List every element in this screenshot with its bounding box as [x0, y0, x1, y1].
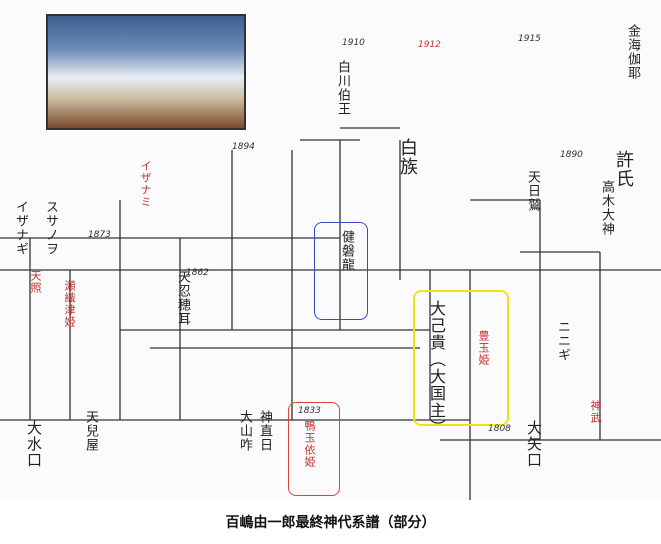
yellow-highlight-box	[413, 290, 509, 426]
name-takamimusubi: 高木大神	[599, 180, 614, 236]
year-label: 1833	[298, 406, 321, 416]
name-kojiki: 許氏	[613, 150, 634, 188]
name-ninigi: ニニギ	[555, 320, 570, 362]
year-label: 1894	[232, 142, 255, 152]
name-jinmu: 神武	[589, 400, 602, 424]
name-tenkao: 天日鷲	[525, 170, 540, 212]
lineage-lines	[0, 127, 661, 500]
name-izanagi: イザナギ	[13, 200, 28, 256]
name-amanooshihomimi: 天忍穂耳	[175, 270, 190, 326]
year-label: 1910	[342, 38, 365, 48]
name-ooyaguchi: 大矢口	[525, 420, 543, 468]
year-label: 1862	[186, 268, 209, 278]
shrine-photo	[46, 14, 246, 130]
name-oomizuguchi: 大水口	[25, 420, 43, 468]
year-label: 1890	[560, 150, 583, 160]
name-kamoteyorihime: 鴨玉依姫	[303, 420, 316, 468]
name-kamuhitohime: 神直日	[257, 410, 272, 452]
name-amaterasu: 天照	[29, 270, 42, 294]
year-label: 1808	[488, 424, 511, 434]
name-takeshiroyahiko: 健磐龍	[339, 230, 354, 272]
name-izanami: イザナミ	[139, 160, 152, 208]
year-label: 1873	[88, 230, 111, 240]
name-sezane: 瀬織津姫	[63, 280, 76, 328]
name-tashiro: 天兒屋	[83, 410, 98, 452]
name-shirakawa: 白川伯王	[335, 60, 350, 116]
genealogy-chart: 1910 1912 1915 1894 1862 1833 1890 1873 …	[0, 14, 661, 500]
name-kinkaibo: 金海伽耶	[625, 24, 640, 80]
name-okuninushi: 大己貴（大国主）	[427, 300, 446, 436]
year-label: 1912	[418, 40, 441, 50]
name-yamatoizaname: 大山咋	[237, 410, 252, 452]
chart-caption: 百嶋由一郎最終神代系譜（部分）	[225, 515, 436, 531]
name-susanoo: スサノヲ	[43, 200, 58, 256]
blue-highlight-box	[314, 222, 368, 320]
name-shirahe: 白族	[397, 138, 418, 176]
name-toyotamahime: 豊玉姫	[477, 330, 490, 366]
red-highlight-box	[288, 402, 340, 496]
year-label: 1915	[518, 34, 541, 44]
